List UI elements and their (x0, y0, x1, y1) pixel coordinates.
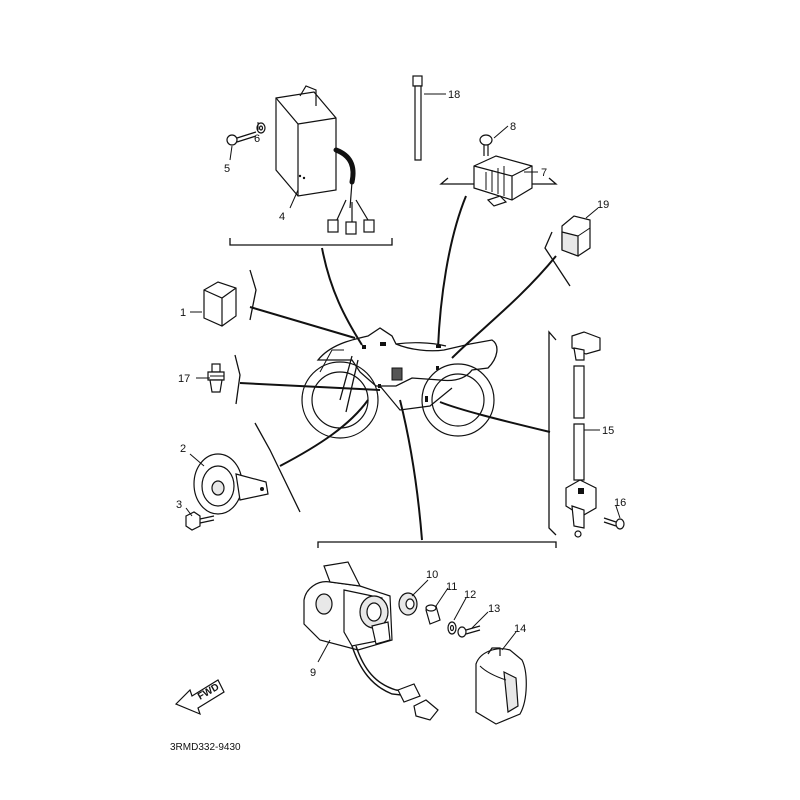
label-part-11: 11 (446, 581, 457, 593)
label-part-5: 5 (224, 163, 230, 175)
label-part-1: 1 (180, 307, 186, 319)
label-part-4: 4 (279, 211, 285, 223)
relay-part-19 (561, 215, 591, 257)
label-part-2: 2 (180, 443, 186, 455)
label-part-6: 6 (254, 133, 260, 145)
cable-tie (412, 75, 423, 161)
screw-part-16 (603, 517, 625, 530)
label-part-10: 10 (426, 569, 438, 581)
catalog-code: 3RMD332-9430 (170, 742, 241, 753)
label-part-18: 18 (448, 89, 460, 101)
label-part-7: 7 (541, 167, 547, 179)
leader-lines (239, 195, 557, 541)
label-part-19: 19 (597, 199, 609, 211)
bolt-part-8 (479, 134, 493, 156)
rectifier-regulator (473, 155, 533, 207)
horn-part-2 (193, 453, 269, 515)
washer-part-12 (447, 621, 457, 635)
label-part-8: 8 (510, 121, 516, 133)
part-number-labels: 1 2 3 4 5 6 7 8 9 10 11 12 13 14 15 16 1… (176, 89, 626, 679)
label-part-14: 14 (514, 623, 526, 635)
grommet-part-10 (398, 592, 418, 616)
label-part-3: 3 (176, 499, 182, 511)
main-switch-part-9 (303, 561, 439, 721)
callout-ticks (185, 93, 621, 663)
fwd-arrow-icon: FWD (174, 679, 225, 716)
label-part-17: 17 (178, 373, 190, 385)
label-part-16: 16 (614, 497, 626, 509)
relay-part-1 (203, 281, 237, 327)
switch-part-17 (207, 363, 225, 393)
motorcycle-silhouette (301, 327, 498, 439)
cdi-unit (275, 85, 375, 235)
screw-part-5 (226, 131, 257, 146)
cover-part-14 (475, 647, 527, 725)
bolt-part-3 (185, 511, 215, 531)
screw-part-13 (457, 625, 481, 638)
label-part-15: 15 (602, 425, 614, 437)
sensor-part-15 (565, 331, 601, 538)
washer-part-6 (256, 122, 266, 134)
label-part-9: 9 (310, 667, 316, 679)
label-part-12: 12 (464, 589, 476, 601)
label-part-13: 13 (488, 603, 500, 615)
collar-part-11 (425, 604, 441, 625)
group-brackets (229, 177, 571, 548)
